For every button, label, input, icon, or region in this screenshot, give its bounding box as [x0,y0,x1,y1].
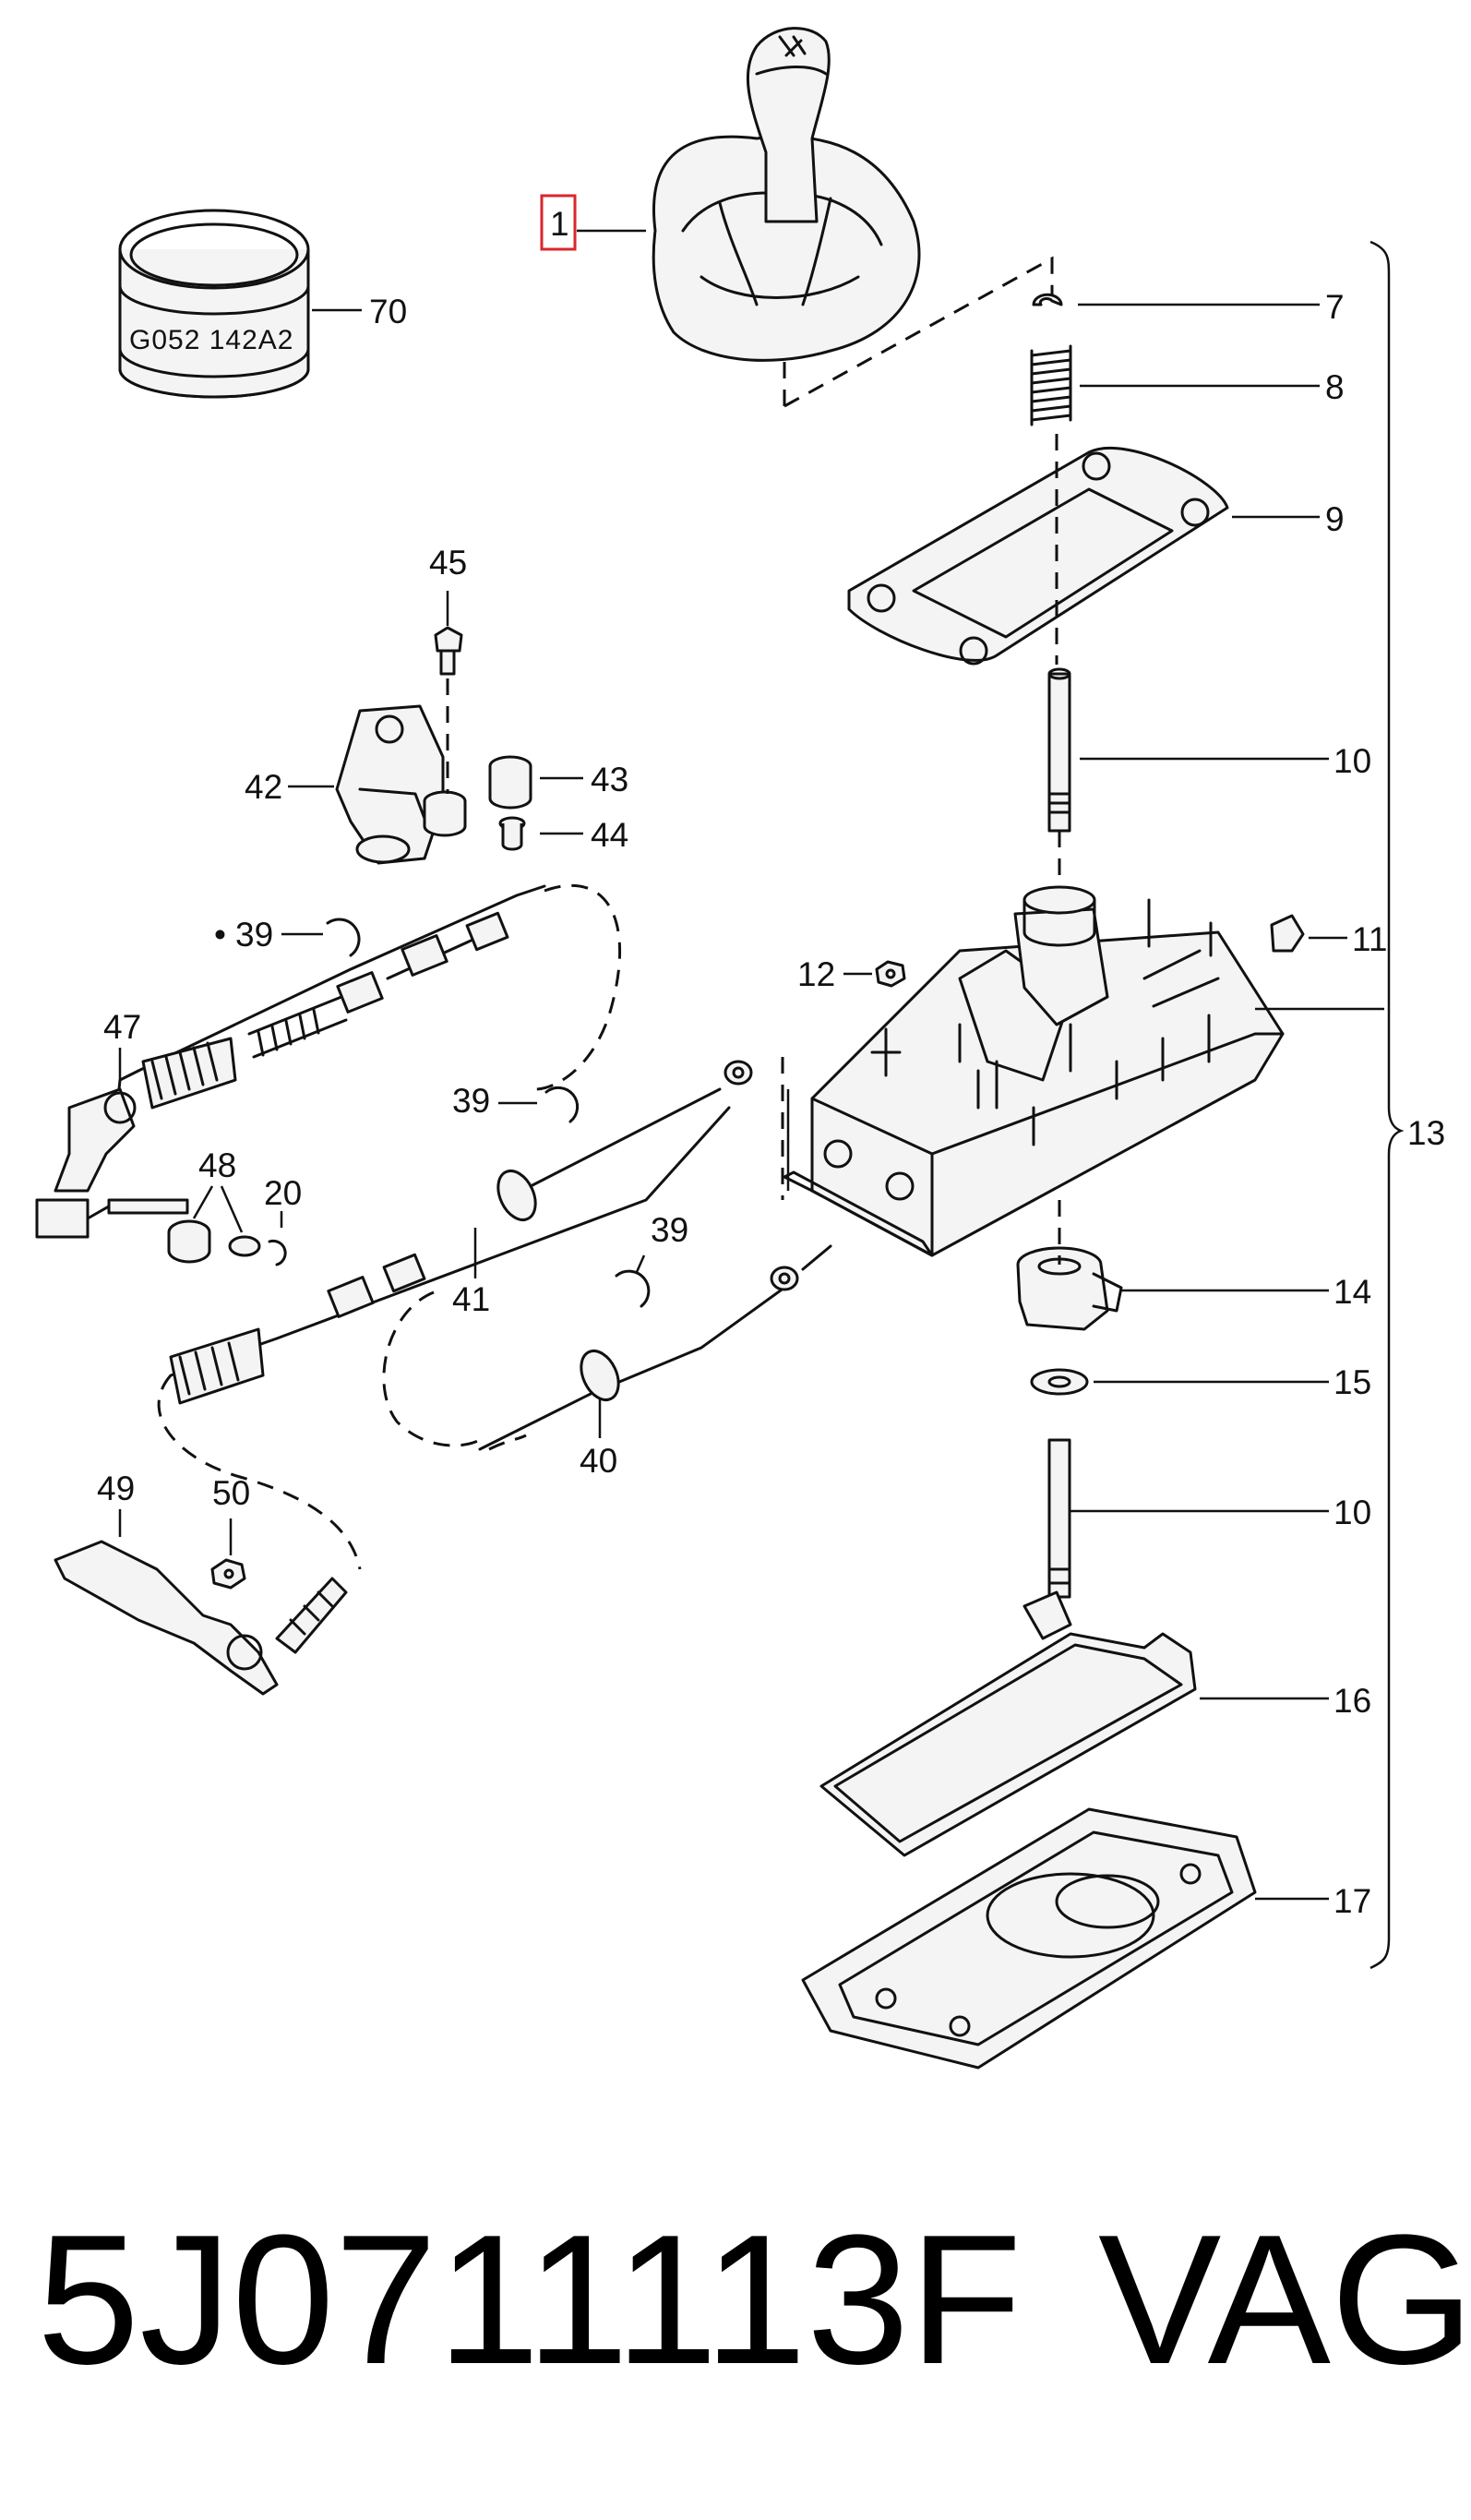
callout-11: 11 [1352,920,1387,958]
callout-10-lower: 10 [1333,1494,1371,1531]
callout-39-low: 39 [651,1211,688,1249]
callout-48: 48 [198,1146,236,1184]
callout-9: 9 [1325,500,1345,538]
grommet-part-43 [423,755,532,837]
callout-70: 70 [369,293,407,330]
callout-20: 20 [264,1174,302,1212]
washer-part-15 [1030,1368,1089,1396]
tape-roll-part-70: G052 142A2 [118,209,310,399]
callout-42: 42 [245,768,282,806]
clip-part-20 [268,1239,287,1266]
spring-part-8 [1030,344,1072,426]
callout-45: 45 [429,544,467,582]
callout-40: 40 [580,1442,617,1480]
callout-39-top: 39 [235,916,273,954]
callout-17: 17 [1333,1882,1371,1920]
callout-50: 50 [212,1474,250,1512]
seal-plate-part-9 [847,446,1229,666]
clip-39-mid [544,1086,580,1123]
clip-part-7 [1032,293,1063,306]
callout-43: 43 [591,761,628,798]
callout-13: 13 [1407,1114,1445,1152]
callout-15: 15 [1333,1363,1371,1401]
gasket-part-16 [819,1632,1197,1857]
pin-part-48 [107,1198,261,1264]
tape-roll-label: G052 142A2 [129,325,293,355]
bushing-part-44 [498,816,526,851]
clip-39-low [615,1269,651,1308]
lever-part-49 [54,1540,348,1696]
callout-10-upper: 10 [1333,742,1371,780]
callout-8: 8 [1325,368,1345,406]
brand-name: VAG [1098,2197,1471,2403]
callout-12: 12 [797,955,835,993]
callout-1: 1 [550,205,569,243]
callout-39-mid: 39 [452,1082,490,1120]
shift-rod-upper-part-10 [1047,667,1071,833]
callout-16: 16 [1333,1682,1371,1720]
base-plate-part-17 [801,1807,1257,2070]
callout-47: 47 [103,1008,141,1046]
clip-39-top [326,918,361,957]
shift-rod-lower-part-10 [1023,1438,1072,1640]
nut-part-12 [875,960,906,988]
gear-knob-boot-part-1 [652,27,921,362]
dot-marker: • [214,916,226,954]
nut-part-50 [210,1558,246,1590]
callout-1-highlight [540,194,577,251]
callout-49: 49 [97,1470,135,1507]
clip-nut-part-11 [1270,914,1305,953]
callout-41: 41 [452,1280,490,1318]
bolt-part-45 [434,626,463,676]
cable-lower-part-40-assembly [478,1244,832,1451]
callout-14: 14 [1333,1273,1371,1311]
shifter-housing-assembly-13 [783,885,1285,1257]
cable-upper-part-47-assembly [35,884,546,1239]
cable-middle-part-41-assembly [169,1060,753,1405]
callout-44: 44 [591,816,628,854]
part-number: 5J0711113F [37,2197,1022,2403]
bushing-part-14 [1016,1246,1123,1331]
bracket-part-42 [335,704,445,865]
callout-7: 7 [1325,288,1345,326]
